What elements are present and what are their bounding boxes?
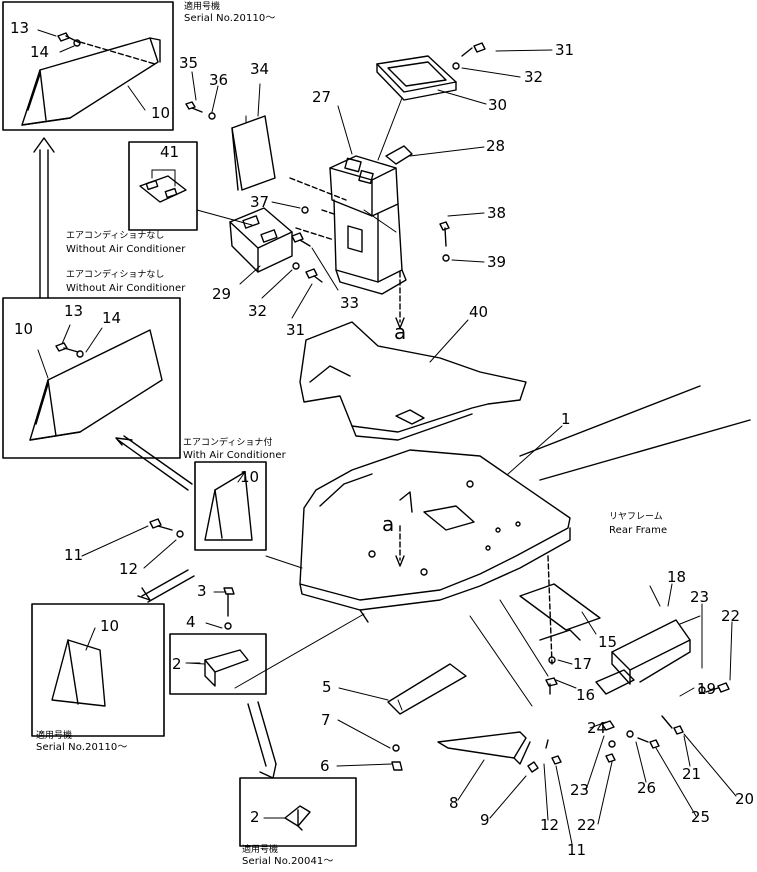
callout-10-bottom-inset: 10 [100,617,120,635]
callout-20: 20 [735,790,755,808]
callout-38: 38 [487,204,507,222]
callout-39: 39 [487,253,507,271]
callout-7: 7 [321,711,331,729]
callout-12-left: 12 [119,560,139,578]
callout-14-middle: 14 [102,309,122,327]
callout-19: 19 [697,680,717,698]
callout-32-mid: 32 [248,302,268,320]
callout-26: 26 [637,779,657,797]
callout-13-top: 13 [10,19,30,37]
callout-5: 5 [322,678,332,696]
callout-24: 24 [587,719,607,737]
callout-10-with-ac: 10 [240,468,260,486]
inset-with-air-conditioner [194,461,267,551]
arrow-diagonal [115,435,193,491]
floor-mat [299,321,527,441]
caption-without-ac-1-jp: エアコンディショナなし [66,231,165,241]
arrow-down [247,701,277,779]
callout-12-bottom: 12 [540,816,560,834]
callout-35: 35 [179,54,199,72]
callout-31-top: 31 [555,41,575,59]
callout-21: 21 [682,765,702,783]
inset-middle-left-panel [2,297,181,459]
callout-2-middle: 2 [172,655,182,673]
callout-14-top: 14 [30,43,50,61]
callout-29: 29 [212,285,232,303]
inset-bottom-bracket [239,777,357,847]
inset-bracket-middle [169,613,365,695]
callout-34: 34 [250,60,270,78]
callout-23-right: 23 [690,588,710,606]
callout-30: 30 [488,96,508,114]
callout-17: 17 [573,655,593,673]
callout-22-right: 22 [721,607,741,625]
caption-bottom-left-serial-jp: 適用号機 [36,731,73,741]
callout-2-bottom: 2 [250,808,260,826]
callout-10-middle-inset: 10 [14,320,34,338]
callout-4: 4 [186,613,196,631]
caption-top-serial: Serial No.20110～ [184,13,276,24]
caption-top-serial-jp: 適用号機 [184,2,221,12]
callout-18: 18 [667,568,687,586]
callout-9: 9 [480,811,490,829]
callout-32-top: 32 [524,68,544,86]
caption-with-ac: With Air Conditioner [183,450,286,461]
arrow-left-down [137,569,195,603]
callout-27: 27 [312,88,332,106]
section-marker-a-lower: a [382,512,395,536]
callout-41: 41 [160,143,180,161]
callout-11-left: 11 [64,546,84,564]
callout-11-bottom: 11 [567,841,587,859]
caption-with-ac-jp: エアコンディショナ付 [183,438,273,448]
caption-bottom-serial-jp: 適用号機 [242,845,279,855]
callout-28: 28 [486,137,506,155]
caption-rear-frame-jp: リヤフレーム [609,512,663,522]
callout-13-middle: 13 [64,302,84,320]
callout-36: 36 [209,71,229,89]
callout-10-top-inset: 10 [151,104,171,122]
callout-37: 37 [250,193,270,211]
callout-31-mid: 31 [286,321,306,339]
caption-without-ac-1: Without Air Conditioner [66,244,186,255]
callout-22-bottom: 22 [577,816,597,834]
caption-rear-frame: Rear Frame [609,525,668,536]
caption-bottom-left-serial: Serial No.20110～ [36,742,128,753]
callout-23-bottom: 23 [570,781,590,799]
callout-6: 6 [320,757,330,775]
callout-40: 40 [469,303,489,321]
inset-switch-panel [128,141,253,231]
inset-bottom-left-panel [31,603,165,737]
arrow-up [33,137,55,299]
caption-without-ac-2-jp: エアコンディショナなし [66,270,165,280]
caption-bottom-serial: Serial No.20041～ [242,856,334,867]
inset-top-left-panel [2,1,174,131]
callout-1: 1 [561,410,571,428]
section-marker-a-upper: a [394,320,407,344]
callout-33: 33 [340,294,360,312]
callout-25: 25 [691,808,711,826]
callout-8: 8 [449,794,459,812]
callout-15: 15 [598,633,618,651]
leader-lines [81,49,737,845]
callout-3: 3 [197,582,207,600]
caption-without-ac-2: Without Air Conditioner [66,283,186,294]
console-assembly [185,42,486,329]
callout-16: 16 [576,686,596,704]
